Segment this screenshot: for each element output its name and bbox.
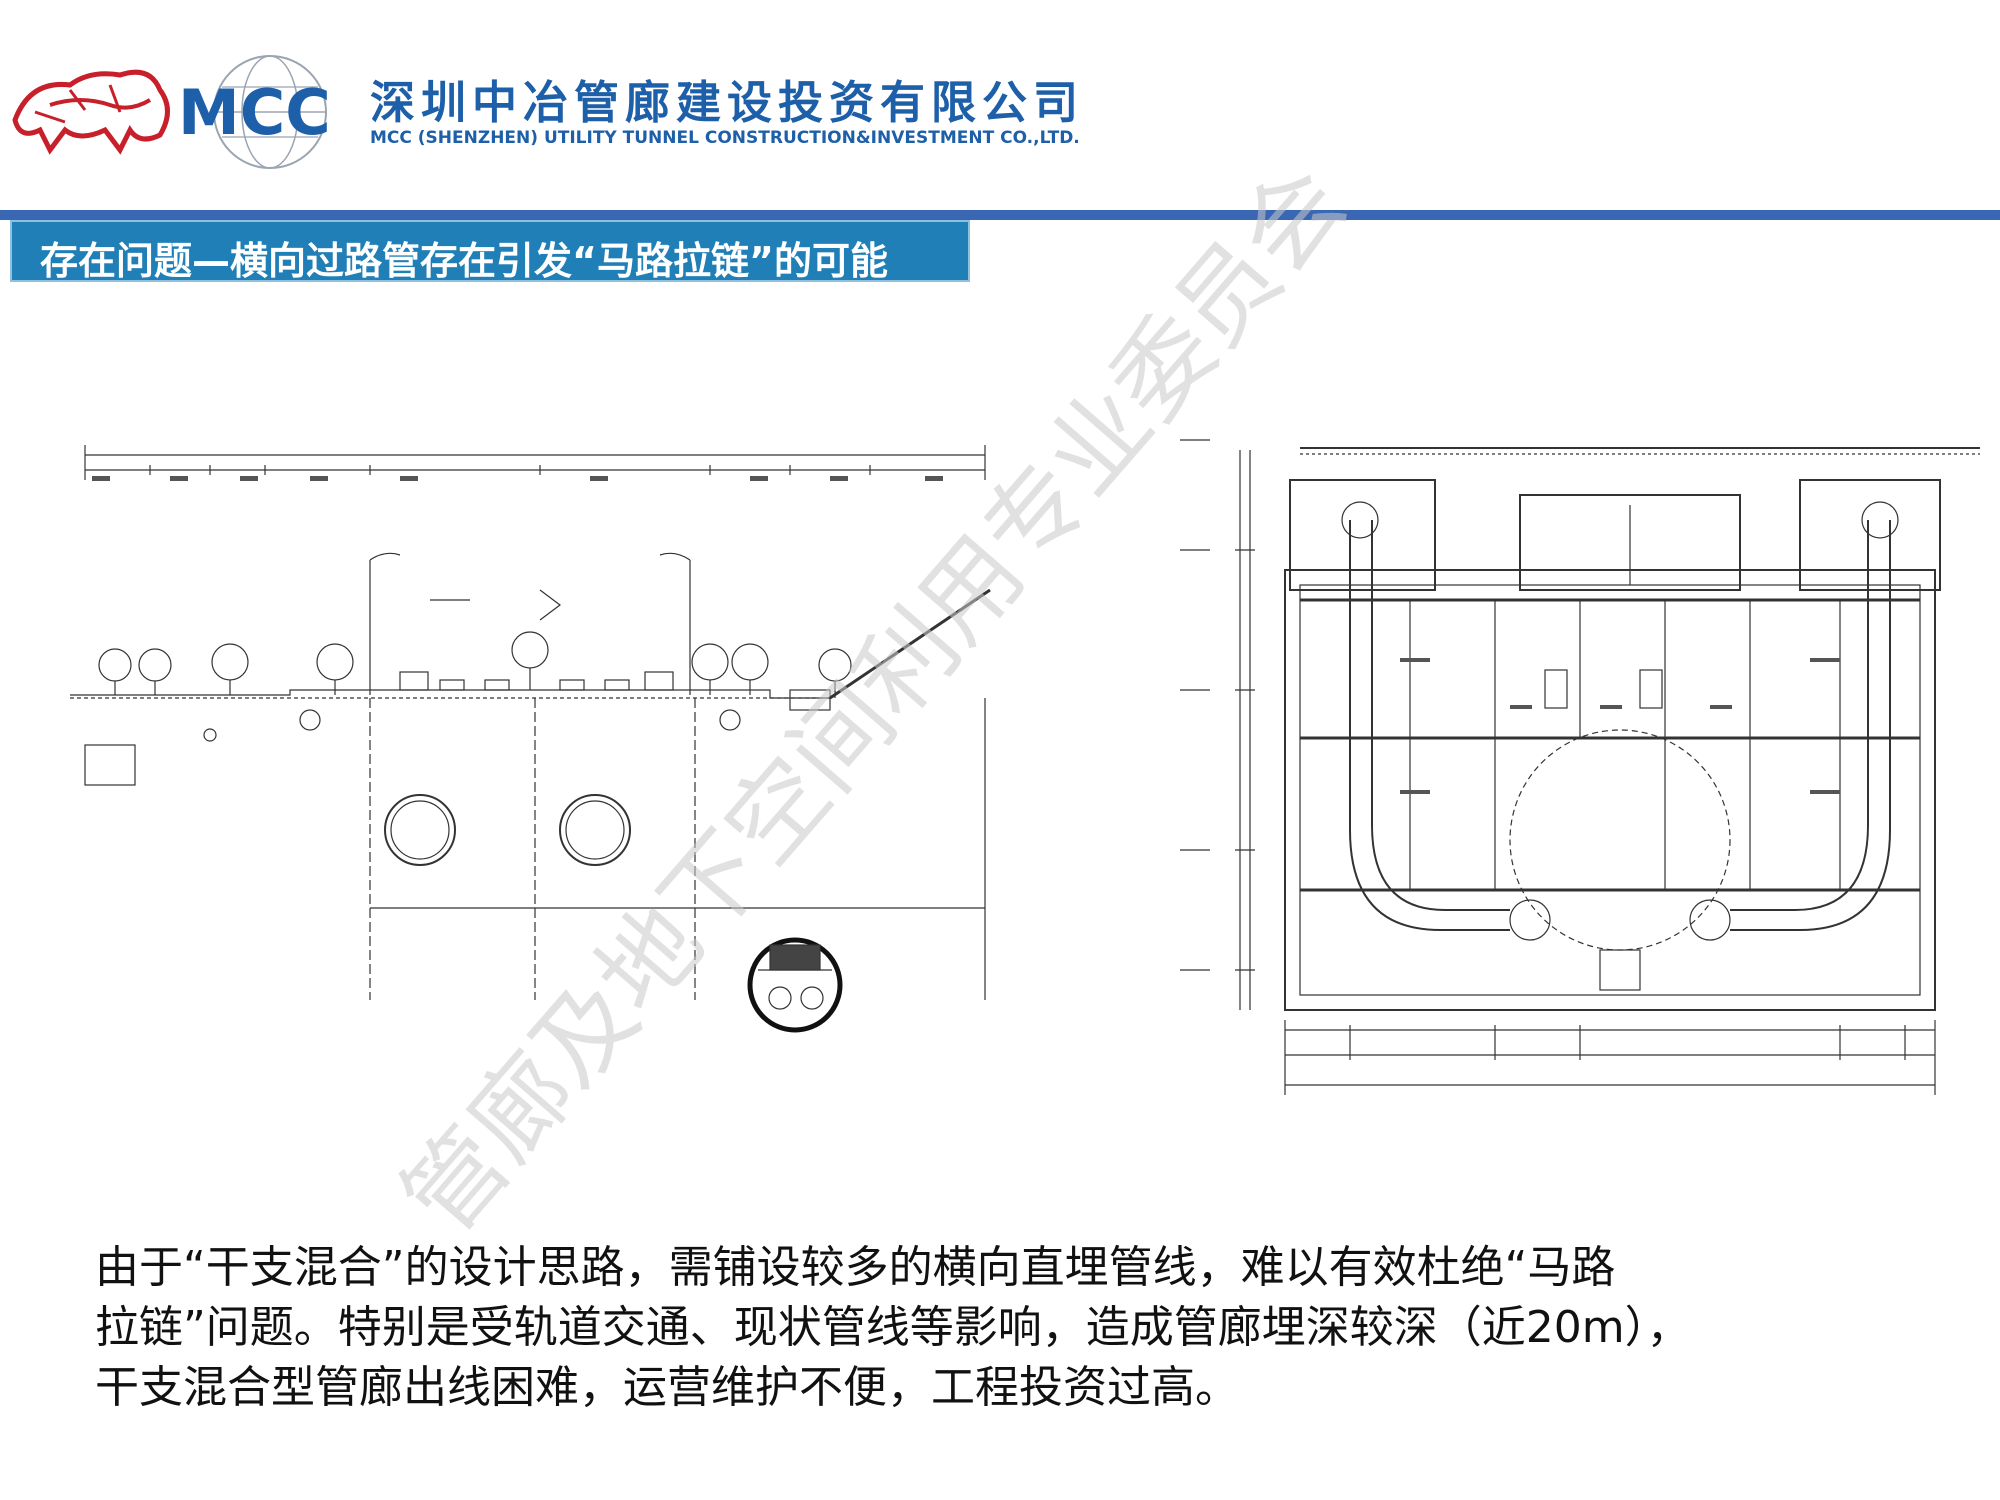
utility-tunnel-section-drawing: [1180, 439, 1980, 1095]
bull-logo-icon: [12, 69, 170, 155]
company-name-en: MCC (SHENZHEN) UTILITY TUNNEL CONSTRUCTI…: [370, 128, 1080, 148]
mcc-logo-text: MCC: [178, 76, 331, 149]
slide-title-bar: 存在问题—横向过路管存在引发“马路拉链”的可能: [10, 220, 970, 283]
company-name-cn: 深圳中冶管廊建设投资有限公司: [370, 76, 1085, 129]
header: MCC 深圳中冶管廊建设投资有限公司 MCC (SHENZHEN) UTILIT…: [0, 0, 2000, 200]
header-divider: [0, 210, 2000, 220]
globe-logo-icon: MCC: [178, 55, 331, 169]
body-line: 由于“干支混合”的设计思路，需铺设较多的横向直埋管线，难以有效杜绝“马路: [95, 1242, 1616, 1293]
body-paragraph: 由于“干支混合”的设计思路，需铺设较多的横向直埋管线，难以有效杜绝“马路 拉链”…: [95, 1238, 1905, 1418]
body-line: 干支混合型管廊出线困难，运营维护不便，工程投资过高。: [95, 1362, 1239, 1413]
body-line: 拉链”问题。特别是受轨道交通、现状管线等影响，造成管廊埋深较深（近20m），: [95, 1302, 1691, 1353]
road-cross-section-drawing: [70, 445, 991, 1033]
slide-title: 存在问题—横向过路管存在引发“马路拉链”的可能: [40, 239, 888, 283]
